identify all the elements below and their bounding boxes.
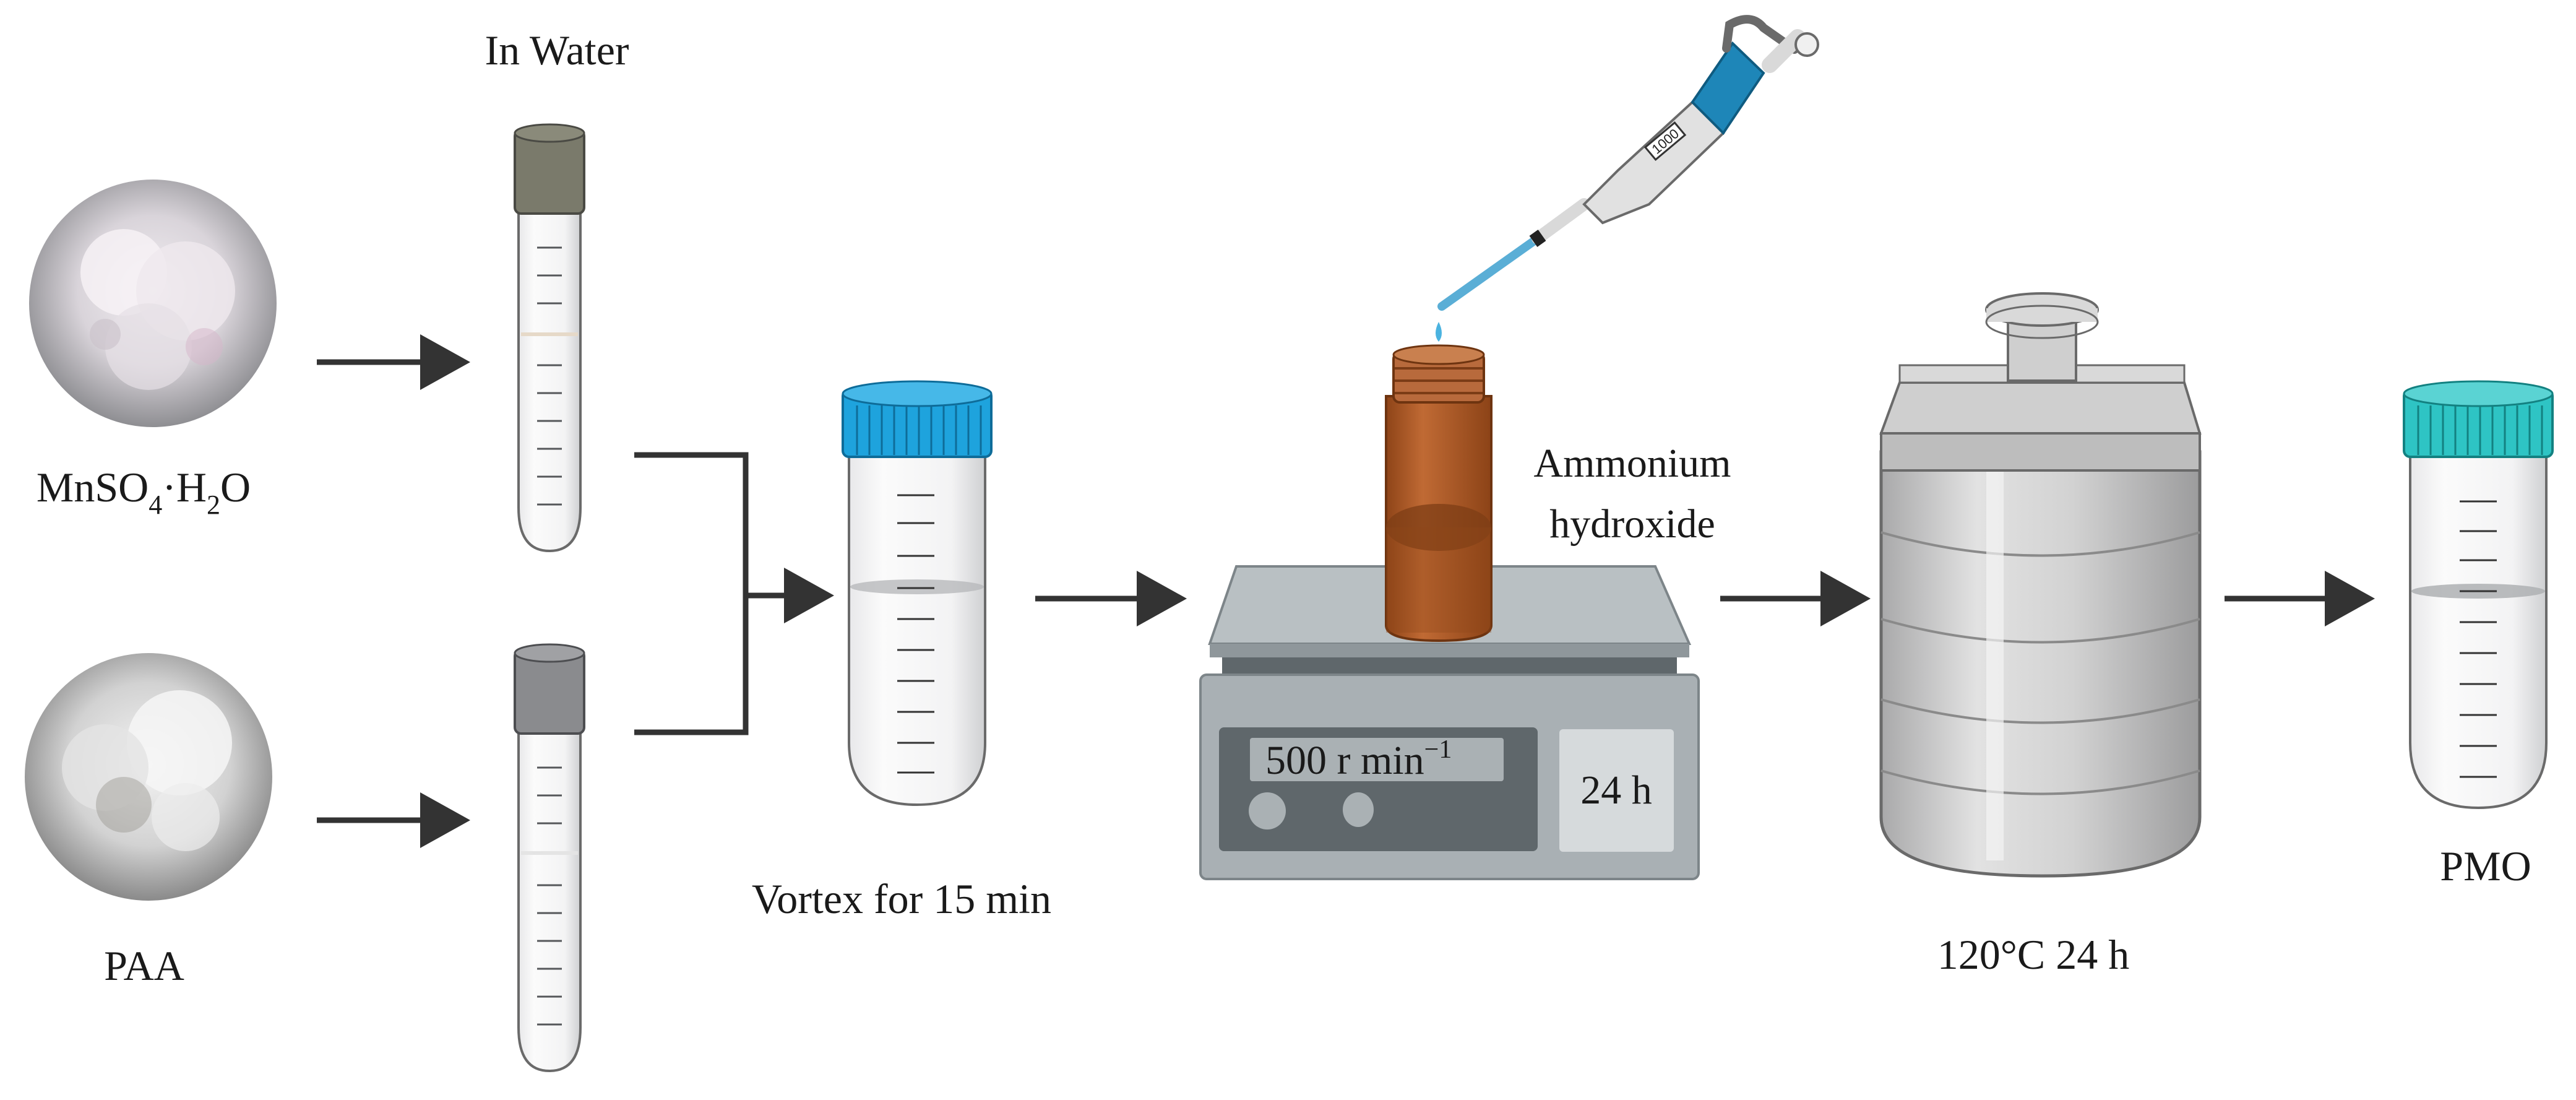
pipette-tip: [1437, 234, 1542, 311]
paa-label: PAA: [104, 942, 184, 989]
pipette-body: [1582, 100, 1725, 225]
stirrer-knob-left: [1249, 792, 1286, 829]
mnso4-label: MnSO4·H2O: [37, 464, 251, 520]
autoclave-condition-label: 120°C 24 h: [1937, 931, 2130, 978]
merge-bracket: [634, 452, 749, 735]
time-readout: 24 h: [1580, 768, 1652, 813]
product-graduations: [2460, 500, 2497, 778]
ammonium-label-line1: Ammonium: [1533, 441, 1731, 486]
vortex-label: Vortex for 15 min: [752, 875, 1051, 922]
pipette-grip: [1691, 41, 1765, 136]
in-water-label: In Water: [485, 27, 629, 74]
stirrer-knob-right: [1343, 792, 1374, 827]
test-tube-paa: [514, 643, 585, 1073]
reactor-lid: [1879, 381, 2202, 435]
autoclave-reactor: [1879, 292, 2202, 878]
product-tube-pmo: [2403, 380, 2554, 810]
centrifuge-graduations: [897, 494, 934, 774]
paa-powder-image: [25, 653, 272, 901]
speed-readout: 500 r min−1: [1265, 735, 1452, 783]
arrows: [317, 334, 2375, 848]
product-label: PMO: [2440, 842, 2531, 890]
ammonium-label-line2: hydroxide: [1549, 501, 1715, 547]
time-display: [1559, 729, 1674, 852]
tube-graduations: [537, 766, 562, 1026]
reactor-body: [1879, 450, 2202, 878]
speed-display: [1250, 738, 1504, 781]
droplet: [1436, 322, 1442, 342]
tube-graduations: [537, 246, 562, 506]
magnetic-stirrer: 500 r min−1 24 h: [1199, 565, 1700, 880]
mnso4-powder-image: [29, 180, 277, 427]
amber-bottle: [1385, 344, 1493, 643]
pipette: 1000: [1436, 15, 1819, 342]
centrifuge-tube-vortex: [842, 380, 993, 807]
test-tube-mnso4: [514, 123, 585, 553]
